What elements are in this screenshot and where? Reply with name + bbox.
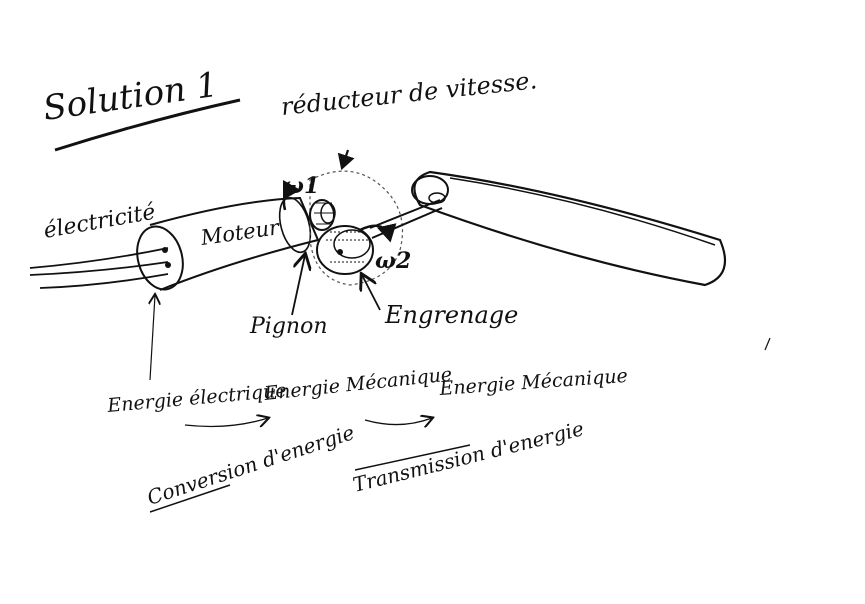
- energy-transmission-label: Transmission d'energie: [350, 416, 586, 497]
- motor-label: Moteur: [198, 215, 282, 250]
- gear-arrow: [362, 275, 381, 311]
- electric-energy-arrow: [150, 295, 155, 381]
- pinion-label: Pignon: [249, 314, 328, 339]
- omega2-arrow: [359, 223, 397, 243]
- energy-transmission-underline: [354, 444, 471, 471]
- mechanical-energy-label: Energie Mécanique: [262, 363, 453, 405]
- roller: [411, 170, 727, 287]
- stray-mark: [764, 337, 771, 351]
- reducer-arrow: [337, 149, 355, 171]
- title: Solution 1: [41, 65, 221, 129]
- gear: [316, 225, 374, 275]
- pinion-arrow: [291, 255, 305, 316]
- motor: Moteur: [136, 196, 320, 291]
- omega2-label: ω2: [375, 248, 411, 274]
- electric-energy-label: Energie électrique: [106, 379, 288, 417]
- title-underline: [54, 98, 241, 152]
- reducer-housing: [309, 170, 404, 286]
- reducer-label-text: réducteur de vitesse.: [280, 66, 539, 121]
- reducer-label: réducteur de vitesse.: [280, 66, 539, 121]
- wire-bottom: [39, 273, 169, 289]
- energy-conversion-underline: [149, 484, 231, 513]
- mechanical-energy-out-label: Energie Mécanique: [438, 365, 629, 400]
- energy-conversion-label: Conversion d'energie: [144, 420, 357, 510]
- omega1-label: ω1: [283, 173, 319, 199]
- transmission-arrow: [364, 418, 432, 425]
- pinion: [309, 199, 336, 231]
- conversion-arrow: [184, 418, 268, 426]
- omega1-arrow: [282, 180, 301, 211]
- gear-label: Engrenage: [384, 301, 518, 329]
- wire-top: [29, 247, 169, 269]
- wire-top-2: [29, 261, 169, 276]
- electric-energy-label-text: Energie électrique: [106, 379, 288, 417]
